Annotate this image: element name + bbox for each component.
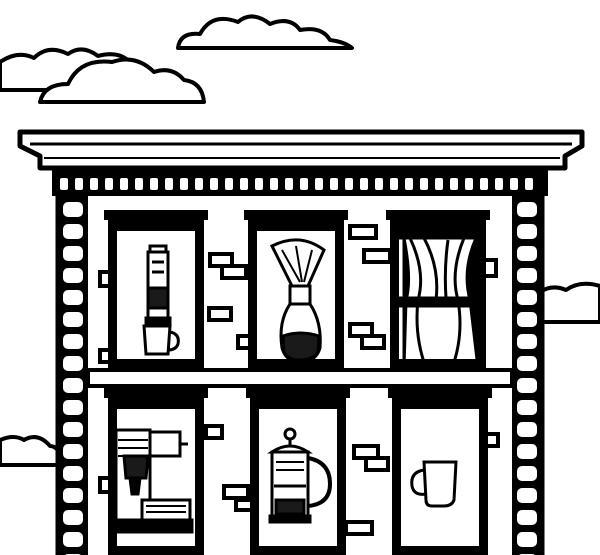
dentil bbox=[285, 178, 293, 190]
window-lintel bbox=[388, 388, 492, 398]
dentil bbox=[270, 178, 278, 190]
quoin-stone bbox=[517, 532, 537, 547]
quoin-stone bbox=[63, 488, 83, 503]
espresso-machine-icon bbox=[114, 428, 194, 534]
building bbox=[17, 129, 585, 555]
dentil bbox=[405, 178, 413, 190]
dentil bbox=[465, 178, 473, 190]
quoin-stone bbox=[517, 400, 537, 415]
quoin-stone bbox=[63, 202, 83, 217]
window-lintel bbox=[246, 388, 350, 398]
dentil bbox=[300, 178, 308, 190]
chemex-icon bbox=[269, 238, 326, 364]
dentil bbox=[525, 178, 533, 190]
dentil bbox=[330, 178, 338, 190]
quoin-stone bbox=[63, 378, 83, 393]
quoin-stone bbox=[63, 444, 83, 459]
dentil bbox=[195, 178, 203, 190]
dentil bbox=[360, 178, 368, 190]
dentil bbox=[495, 178, 503, 190]
dentil bbox=[345, 178, 353, 190]
dentil bbox=[315, 178, 323, 190]
dentil bbox=[435, 178, 443, 190]
dentil bbox=[450, 178, 458, 190]
dentil bbox=[135, 178, 143, 190]
dentil bbox=[60, 178, 68, 190]
cloud-icon bbox=[0, 435, 64, 467]
dentil bbox=[480, 178, 488, 190]
dentil bbox=[240, 178, 248, 190]
quoin-stone bbox=[517, 422, 537, 437]
window-lintel bbox=[386, 210, 490, 220]
quoin-stone bbox=[517, 246, 537, 261]
quoin-stone bbox=[517, 444, 537, 459]
dentil bbox=[375, 178, 383, 190]
floor-band bbox=[86, 368, 514, 388]
quoin-stone bbox=[63, 268, 83, 283]
quoin-stone bbox=[517, 202, 537, 217]
quoin-stone bbox=[517, 312, 537, 327]
quoin-stone bbox=[63, 466, 83, 481]
quoin-stone bbox=[517, 334, 537, 349]
quoin-stone bbox=[517, 378, 537, 393]
french-press-icon bbox=[267, 427, 333, 524]
dentil bbox=[390, 178, 398, 190]
window-lintel bbox=[104, 388, 208, 398]
dentil bbox=[150, 178, 158, 190]
quoin-stone bbox=[63, 422, 83, 437]
dentil bbox=[420, 178, 428, 190]
quoins-left bbox=[58, 196, 88, 555]
dentil bbox=[75, 178, 83, 190]
dentil bbox=[180, 178, 188, 190]
curtain-icon bbox=[398, 228, 484, 369]
quoin-stone bbox=[63, 356, 83, 371]
quoin-stone bbox=[63, 246, 83, 261]
dentils bbox=[60, 178, 533, 190]
quoin-stone bbox=[517, 488, 537, 503]
quoin-stone bbox=[63, 532, 83, 547]
dentil bbox=[510, 178, 518, 190]
window-lintel bbox=[104, 210, 208, 220]
quoin-stone bbox=[517, 224, 537, 239]
quoin-stone bbox=[517, 356, 537, 371]
quoin-stone bbox=[63, 312, 83, 327]
quoin-stone bbox=[517, 268, 537, 283]
quoin-stone bbox=[63, 400, 83, 415]
quoin-stone bbox=[63, 224, 83, 239]
quoin-stone bbox=[63, 290, 83, 305]
dentil bbox=[90, 178, 98, 190]
cloud-icon bbox=[38, 57, 206, 104]
quoins-right bbox=[512, 196, 542, 555]
dentil bbox=[120, 178, 128, 190]
cornice bbox=[17, 129, 585, 171]
dentil bbox=[225, 178, 233, 190]
dentil bbox=[105, 178, 113, 190]
dentil bbox=[255, 178, 263, 190]
quoin-stone bbox=[517, 510, 537, 525]
dentil bbox=[210, 178, 218, 190]
quoin-stone bbox=[63, 510, 83, 525]
mug-icon bbox=[410, 460, 458, 508]
dentil bbox=[165, 178, 173, 190]
cloud-icon bbox=[538, 281, 600, 324]
cloud-icon bbox=[176, 14, 354, 50]
window-lintel bbox=[244, 210, 348, 220]
quoin-stone bbox=[517, 466, 537, 481]
aeropress-icon bbox=[142, 244, 180, 356]
quoin-stone bbox=[63, 334, 83, 349]
quoin-stone bbox=[517, 290, 537, 305]
